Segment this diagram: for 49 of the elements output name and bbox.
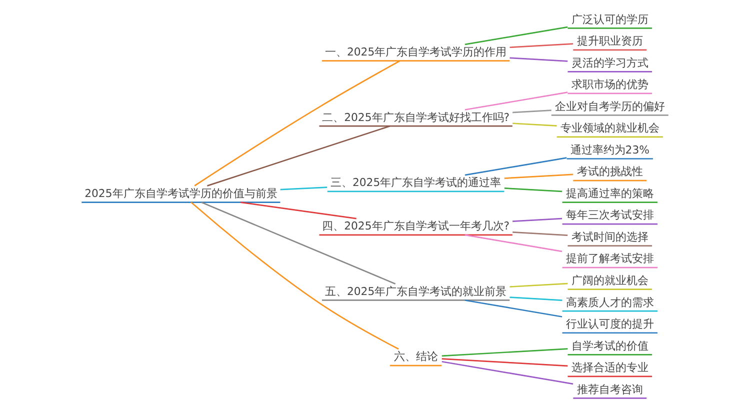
- node-text: 四、2025年广东自学考试一年考几次?: [322, 220, 510, 233]
- connector: [512, 122, 557, 127]
- node-text: 每年三次考试安排: [566, 208, 654, 222]
- connector: [504, 188, 562, 192]
- connector: [464, 157, 567, 176]
- connector: [194, 60, 400, 186]
- node-text: 广泛认可的学历: [571, 12, 648, 26]
- node-text: 提升职业资历: [576, 34, 643, 48]
- connector: [201, 202, 396, 284]
- connector: [510, 282, 568, 288]
- connector: [240, 202, 356, 220]
- node-text: 考试时间的选择: [571, 230, 648, 244]
- node-text: 高素质人才的需求: [566, 296, 654, 309]
- node-text: 企业对自考学历的偏好: [554, 100, 665, 113]
- node-text: 考试的挑战性: [576, 165, 643, 178]
- connector: [190, 202, 399, 350]
- node-text: 提前了解考试安排: [566, 252, 654, 266]
- connector: [510, 43, 574, 48]
- node-text: 专业领域的就业机会: [560, 122, 660, 135]
- connector: [442, 348, 568, 357]
- connector: [512, 218, 562, 222]
- connector: [504, 174, 574, 179]
- node-text: 推荐自考咨询: [576, 382, 643, 396]
- node-text: 一、2025年广东自学考试学历的作用: [324, 45, 507, 58]
- connector: [442, 358, 568, 367]
- node-text: 二、2025年广东自学考试好找工作吗?: [322, 110, 510, 124]
- connector: [464, 92, 568, 110]
- connector: [207, 125, 390, 186]
- node-text: 灵活的学习方式: [571, 56, 648, 70]
- node-text: 广阔的就业机会: [571, 274, 648, 287]
- node-text: 自学考试的价值: [571, 339, 648, 352]
- connector: [464, 234, 562, 252]
- node-text: 选择合适的专业: [571, 361, 648, 374]
- node-text: 三、2025年广东自学考试的通过率: [330, 176, 502, 190]
- node-text: 提高通过率的策略: [566, 186, 654, 200]
- connector: [464, 26, 568, 46]
- connector: [280, 186, 328, 190]
- node-text: 通过率约为23%: [570, 143, 650, 156]
- connector: [510, 57, 568, 62]
- node-text: 求职市场的优势: [571, 78, 648, 92]
- connector: [512, 110, 552, 114]
- node-text: 行业认可度的提升: [566, 318, 654, 331]
- connector: [512, 232, 568, 236]
- node-text: 六、结论: [394, 350, 438, 364]
- connector: [442, 360, 574, 385]
- connector: [510, 296, 562, 301]
- connector: [464, 300, 562, 318]
- node-text: 五、2025年广东自学考试的就业前景: [324, 284, 507, 298]
- node-text: 2025年广东自学考试学历的价值与前景: [84, 186, 278, 200]
